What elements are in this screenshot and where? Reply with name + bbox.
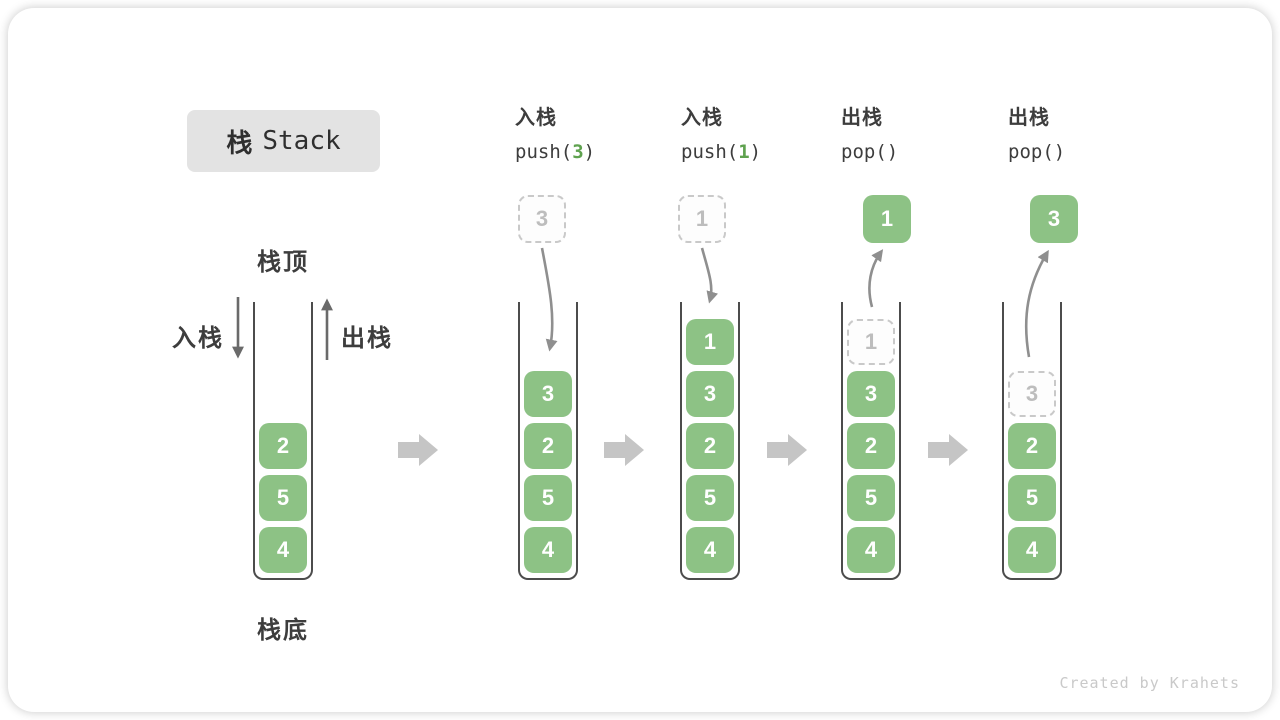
stack-bottom-label: 栈底	[257, 617, 309, 644]
stack-cell: 4	[259, 527, 307, 573]
op-label-push3: 入栈 push(3)	[515, 104, 595, 165]
popped-value-box: 1	[863, 195, 911, 243]
code-text: pop(	[1008, 141, 1054, 163]
stack-cell-ghost: 1	[847, 319, 895, 365]
op-name: 出栈	[841, 107, 883, 129]
stack-cell: 5	[686, 475, 734, 521]
stack-cell-ghost: 3	[1008, 371, 1056, 417]
pop1-arrow-icon	[868, 249, 884, 308]
stack-container-after-pop1: 1 3 2 5 4	[841, 302, 901, 580]
op-code: push(1)	[681, 139, 761, 165]
op-label-pop3: 出栈 pop()	[1008, 104, 1065, 165]
stack-cell: 5	[1008, 475, 1056, 521]
stack-cell: 4	[1008, 527, 1056, 573]
stack-cell: 5	[847, 475, 895, 521]
next-step-arrow-icon	[604, 434, 644, 466]
title-box: 栈 Stack	[187, 110, 380, 172]
pushed-value-box: 3	[518, 195, 566, 243]
code-text: push(	[515, 141, 573, 163]
stack-cell: 3	[686, 371, 734, 417]
stack-cell: 2	[524, 423, 572, 469]
pushed-value-box: 1	[678, 195, 726, 243]
stack-container-initial: 2 5 4	[253, 302, 313, 580]
credit-text: Created by Krahets	[1059, 674, 1240, 692]
op-code: push(3)	[515, 139, 595, 165]
code-text: )	[749, 141, 762, 163]
push1-arrow-icon	[700, 247, 719, 304]
stack-container-after-pop3: 3 2 5 4	[1002, 302, 1062, 580]
stack-cell: 3	[847, 371, 895, 417]
next-step-arrow-icon	[767, 434, 807, 466]
next-step-arrow-icon	[928, 434, 968, 466]
op-label-pop1: 出栈 pop()	[841, 104, 898, 165]
popped-value-box: 3	[1030, 195, 1078, 243]
op-name: 出栈	[1008, 107, 1050, 129]
code-arg: 1	[738, 141, 750, 163]
stack-cell: 1	[686, 319, 734, 365]
stack-cell: 2	[847, 423, 895, 469]
title-cjk: 栈	[226, 127, 253, 158]
op-code: pop()	[1008, 139, 1065, 165]
stack-cell: 2	[259, 423, 307, 469]
op-name: 入栈	[515, 107, 557, 129]
code-text: pop(	[841, 141, 887, 163]
stack-cell: 2	[686, 423, 734, 469]
stack-top-label: 栈顶	[257, 249, 309, 276]
code-text: )	[1053, 141, 1066, 163]
code-text: )	[583, 141, 596, 163]
stack-cell: 4	[847, 527, 895, 573]
stack-cell: 4	[524, 527, 572, 573]
stack-cell: 2	[1008, 423, 1056, 469]
op-name: 入栈	[681, 107, 723, 129]
push-side-label: 入栈	[172, 325, 224, 352]
stack-cell: 5	[259, 475, 307, 521]
stack-container-after-push1: 1 3 2 5 4	[680, 302, 740, 580]
next-step-arrow-icon	[398, 434, 438, 466]
stack-cell: 3	[524, 371, 572, 417]
op-label-push1: 入栈 push(1)	[681, 104, 761, 165]
stack-cell: 5	[524, 475, 572, 521]
code-text: )	[886, 141, 899, 163]
stack-container-after-push3: 3 2 5 4	[518, 302, 578, 580]
op-code: pop()	[841, 139, 898, 165]
code-arg: 3	[572, 141, 584, 163]
title-latin: Stack	[262, 126, 341, 156]
pop-side-label: 出栈	[341, 325, 393, 352]
code-text: push(	[681, 141, 739, 163]
stack-cell: 4	[686, 527, 734, 573]
